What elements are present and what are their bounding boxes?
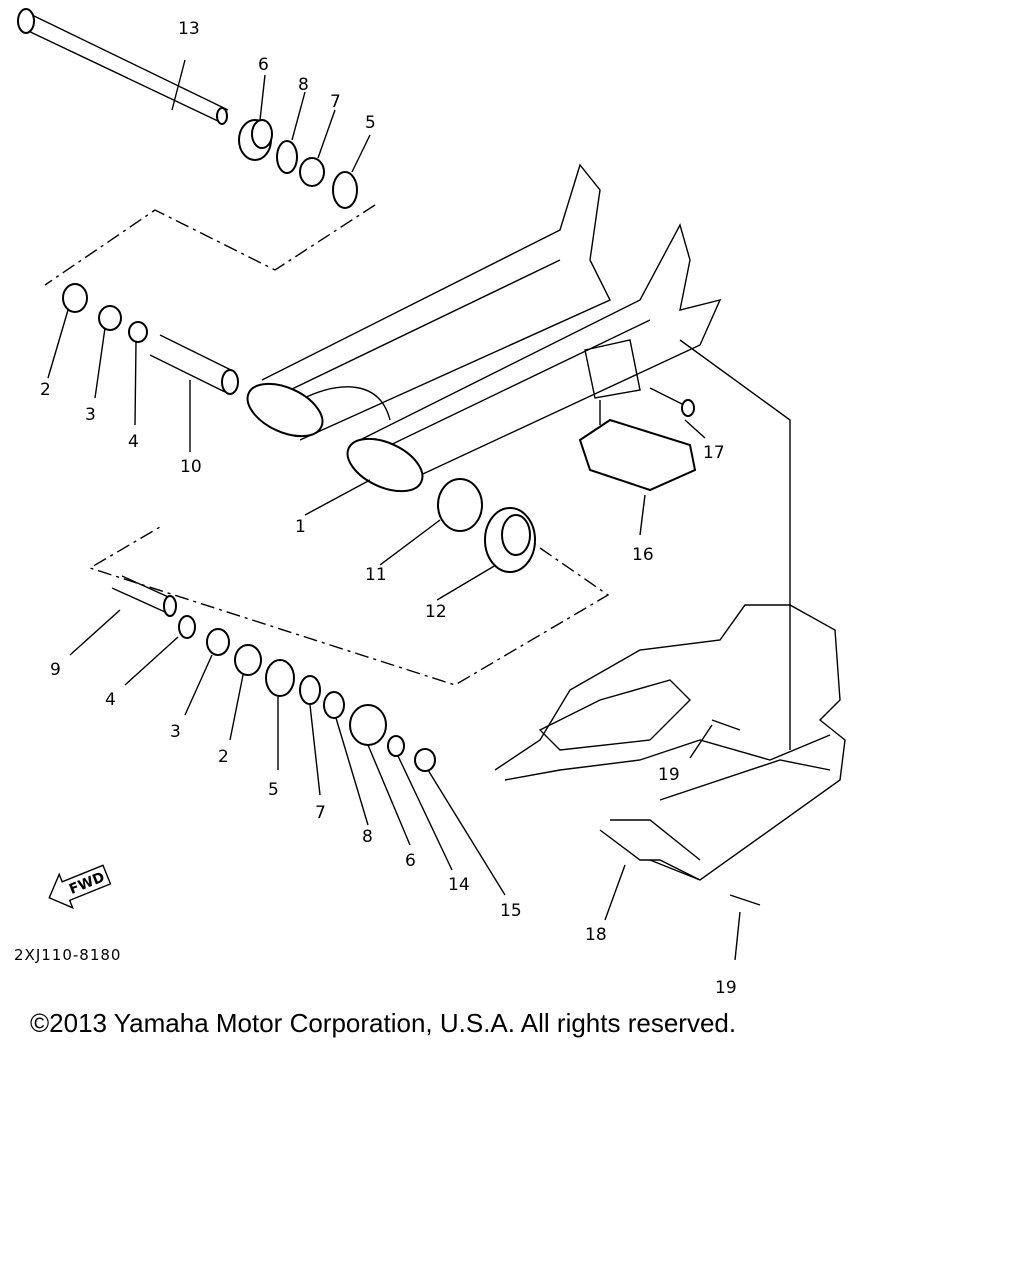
left-upper-bearing-parts xyxy=(62,283,239,395)
chain-guard-part xyxy=(578,387,697,492)
lower-group-outline xyxy=(88,526,610,686)
part-label-3-lower: 3 xyxy=(170,722,181,742)
part-label-12: 12 xyxy=(425,602,447,622)
part-label-14: 14 xyxy=(448,875,470,895)
part-label-10: 10 xyxy=(180,457,202,477)
copyright-notice: ©2013 Yamaha Motor Corporation, U.S.A. A… xyxy=(30,1008,737,1038)
leader-lines xyxy=(47,59,741,961)
part-label-4-lower: 4 xyxy=(105,690,116,710)
part-label-1: 1 xyxy=(295,517,306,537)
part-label-13: 13 xyxy=(178,19,200,39)
part-label-6: 6 xyxy=(258,55,269,75)
part-label-4: 4 xyxy=(128,432,139,452)
part-label-16: 16 xyxy=(632,545,654,565)
part-label-19-lower: 19 xyxy=(715,978,737,998)
part-label-6-lower: 6 xyxy=(405,851,416,871)
part-label-3: 3 xyxy=(85,405,96,425)
part-label-8: 8 xyxy=(298,75,309,95)
part-label-15: 15 xyxy=(500,901,522,921)
footrest-bracket-part xyxy=(494,604,846,906)
fwd-arrow-icon: FWD xyxy=(48,864,112,910)
part-label-19: 19 xyxy=(658,765,680,785)
diagram-code: 2XJ110-8180 xyxy=(14,946,121,964)
upper-ring-parts xyxy=(238,119,358,209)
part-label-5: 5 xyxy=(365,113,376,133)
part-label-17: 17 xyxy=(703,443,725,463)
footrest-mount-line xyxy=(679,339,791,750)
part-label-8-lower: 8 xyxy=(362,827,373,847)
pivot-shaft-part xyxy=(17,8,229,125)
part-label-2-lower: 2 xyxy=(218,747,229,767)
part-labels: 13 6 8 7 5 2 3 4 10 1 11 12 16 17 9 4 3 … xyxy=(40,19,737,998)
part-label-5-lower: 5 xyxy=(268,780,279,800)
part-label-9: 9 xyxy=(50,660,61,680)
part-label-7: 7 xyxy=(330,92,341,112)
part-label-18: 18 xyxy=(585,925,607,945)
lower-bearing-parts xyxy=(111,575,436,772)
part-label-11: 11 xyxy=(365,565,387,585)
upper-group-outline xyxy=(44,204,376,286)
swingarm-exploded-diagram: 13 6 8 7 5 2 3 4 10 1 11 12 16 17 9 4 3 … xyxy=(14,8,846,998)
part-label-2: 2 xyxy=(40,380,51,400)
part-label-7-lower: 7 xyxy=(315,803,326,823)
bearing-parts-11-12 xyxy=(437,478,536,573)
swingarm-body xyxy=(246,163,722,493)
